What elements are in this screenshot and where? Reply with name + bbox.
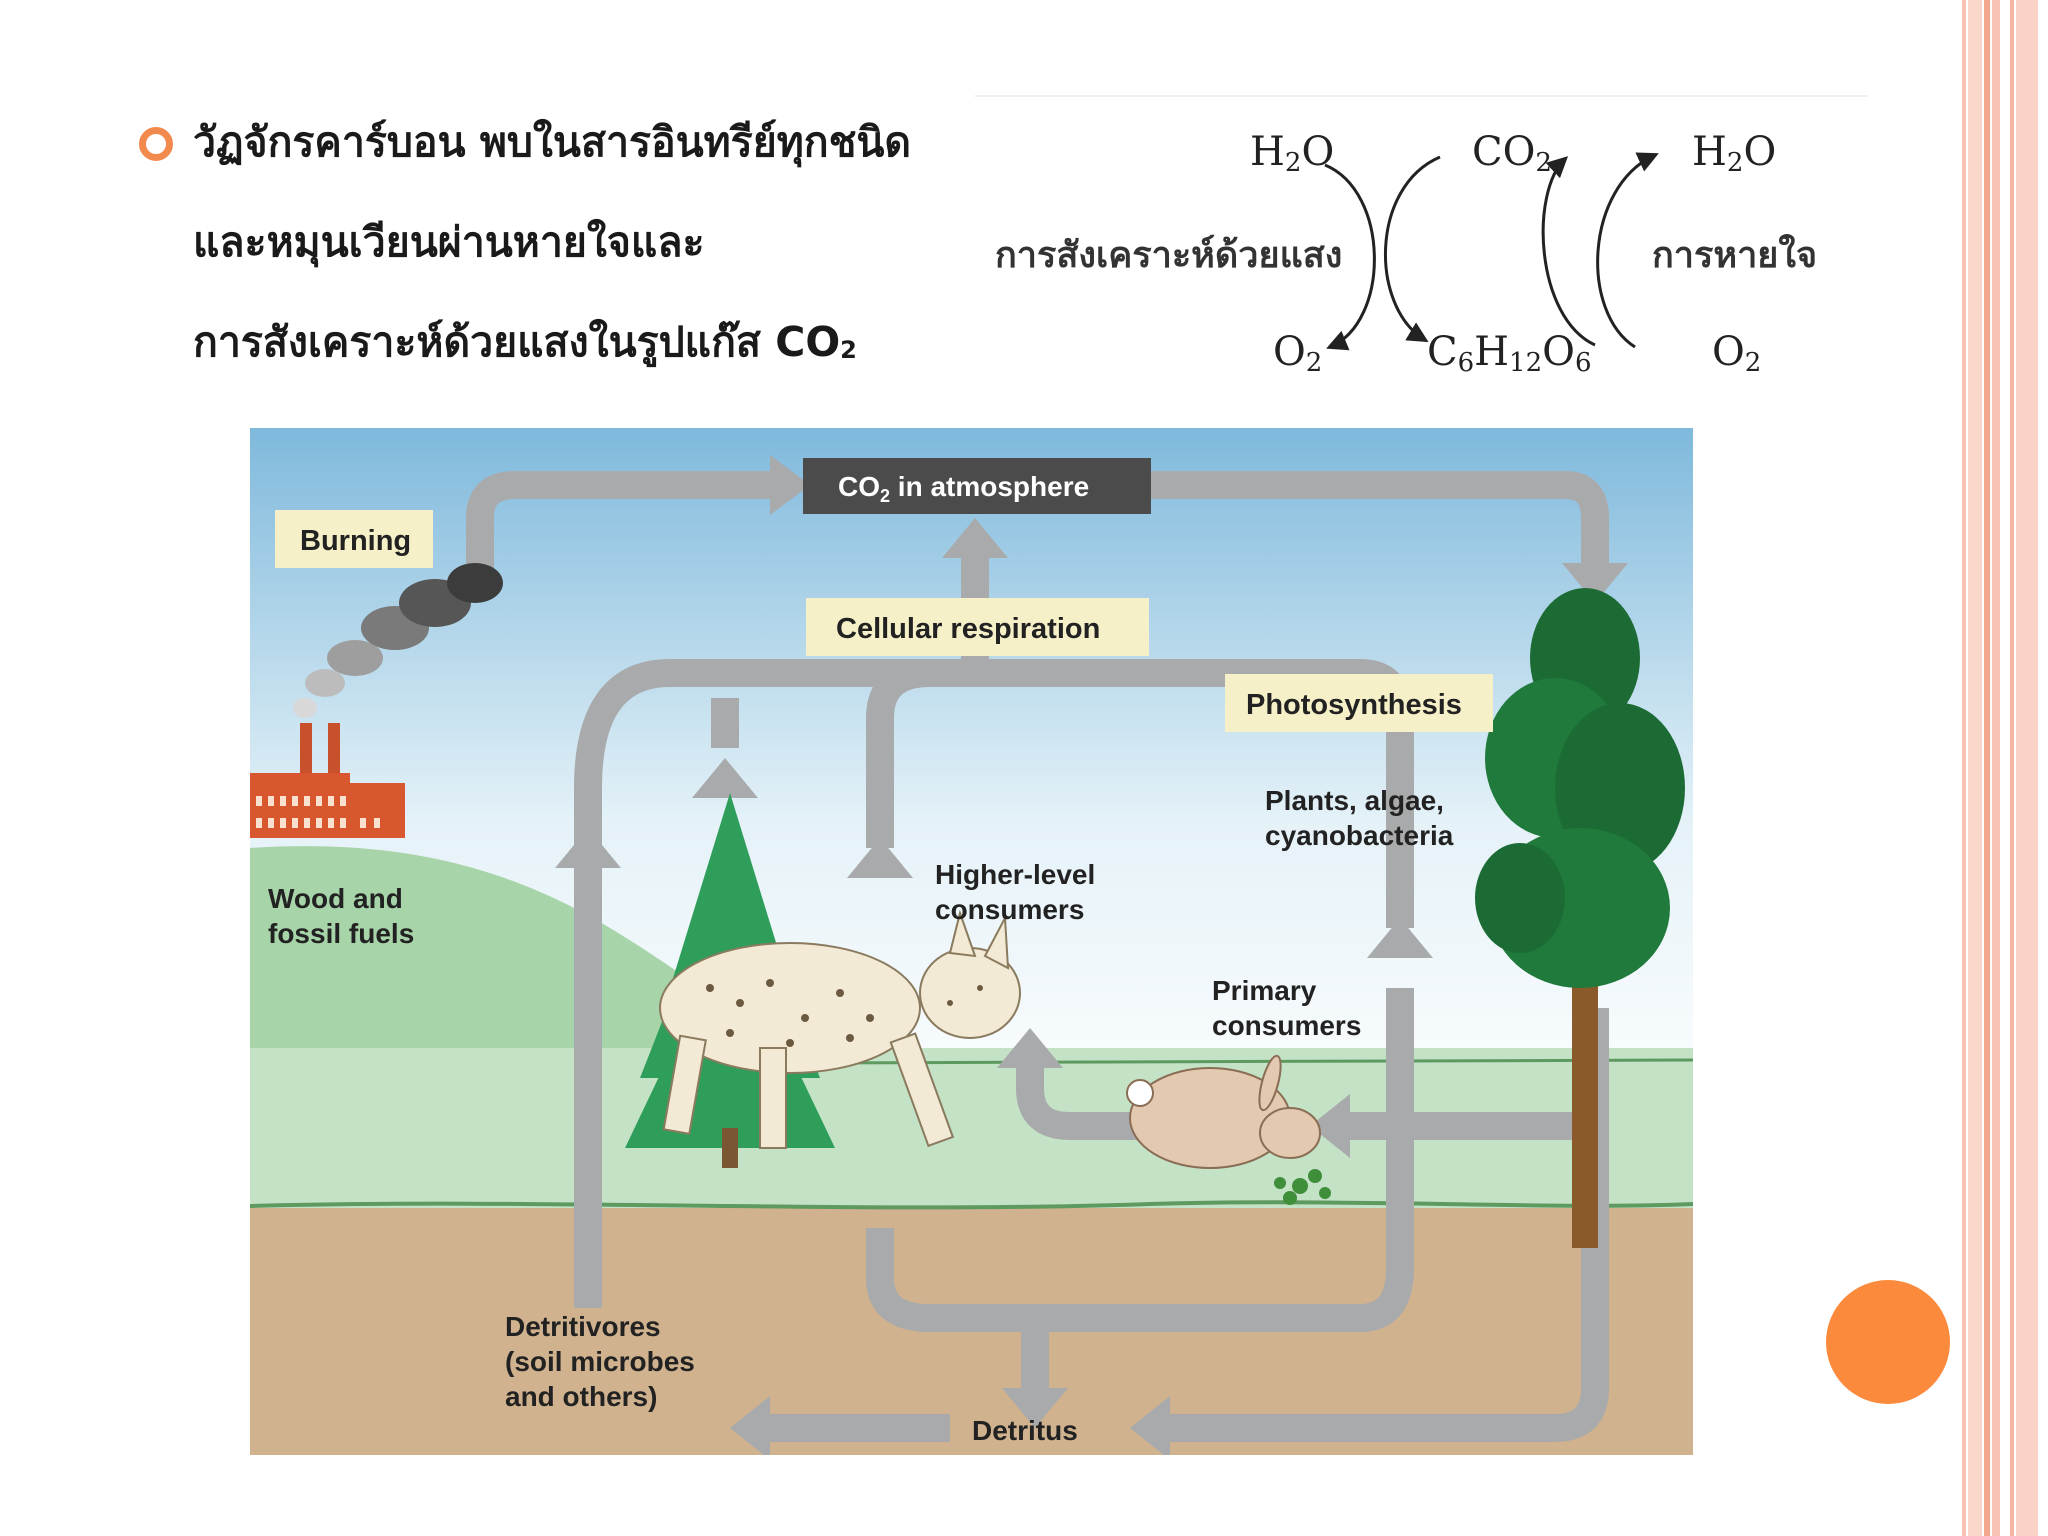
higher-consumers-label-1: Higher-level: [935, 859, 1095, 890]
co2-label: CO2: [1472, 129, 1552, 178]
bullet-line-3: การสังเคราะห์ด้วยแสงในรูปแก๊ส CO2: [193, 322, 857, 363]
sprout-icon: [1274, 1169, 1331, 1205]
glucose-label: C6H12O6: [1427, 329, 1591, 378]
arrowhead-tree: [1562, 563, 1628, 603]
grass-line-top: [809, 1058, 1693, 1065]
co2-atmosphere-label: CO2 in atmosphere: [838, 471, 1089, 506]
right-border-stripe-2: [1968, 0, 1982, 1536]
right-border-stripe-6: [2016, 0, 2038, 1536]
photosynthesis-arc-in: [1324, 163, 1376, 351]
primary-consumers-label-1: Primary: [1212, 975, 1317, 1006]
right-border-stripe-1: [1962, 0, 1966, 1536]
photosynthesis-label: การสังเคราะห์ด้วยแสง: [995, 234, 1342, 276]
lynx-icon: [659, 909, 1021, 1149]
arrowhead-detritivores: [730, 1396, 770, 1455]
arrowhead-higher-left: [997, 1028, 1063, 1068]
arrowhead-respiration: [942, 518, 1008, 558]
h2o-left-label: H2O: [1250, 129, 1334, 178]
burning-arrow: [466, 471, 770, 588]
tree-to-detritus: [1170, 1008, 1609, 1442]
decorative-orange-circle: [1826, 1280, 1950, 1404]
higher-consumer-branch: [866, 659, 931, 848]
bullet-circle-icon: [139, 127, 173, 161]
equation-cycle: H2O CO2 H2O การสังเคราะห์ด้วยแสง การหายใ…: [975, 95, 1867, 397]
respiration-arc-to-h2o: [1596, 152, 1659, 349]
wood-label-1: Wood and: [268, 883, 403, 914]
arrowhead-primary: [1310, 1094, 1350, 1158]
photosynthesis-diagram-label: Photosynthesis: [1246, 689, 1462, 721]
arrowhead-spruce: [692, 758, 758, 798]
photosynthesis-box: [1225, 674, 1493, 732]
arrowhead-higher: [847, 838, 913, 878]
right-border-stripe-5: [2010, 0, 2014, 1536]
arrowhead-atmosphere: [770, 455, 810, 515]
respiration-label: การหายใจ: [1652, 233, 1817, 276]
factory-icon: [250, 723, 405, 838]
right-border-stripe-3: [1984, 0, 1990, 1536]
deciduous-tree-icon: [1475, 588, 1685, 1248]
grass-line-bottom: [250, 1200, 1693, 1210]
detritus-flow: [866, 988, 1414, 1332]
primary-consumers-label-2: consumers: [1212, 1010, 1361, 1041]
plants-label-2: cyanobacteria: [1265, 820, 1454, 851]
carbon-cycle-diagram: CO2 in atmosphere Burning Cellular respi…: [250, 428, 1693, 1455]
atmosphere-to-tree-arrow: [1150, 471, 1609, 563]
arrowhead-left-col: [555, 828, 621, 868]
cellular-respiration-label: Cellular respiration: [836, 613, 1100, 645]
arrowhead-into-detritus: [1130, 1396, 1170, 1455]
detritivores-label-3: and others): [505, 1381, 657, 1412]
burning-label: Burning: [300, 525, 411, 557]
wood-label-2: fossil fuels: [268, 918, 414, 949]
respiration-arc-in: [1541, 156, 1596, 347]
co2-subscript: 2: [840, 336, 857, 364]
detritus-label: Detritus: [972, 1415, 1078, 1446]
detritivores-label-1: Detritivores: [505, 1311, 661, 1342]
h2o-right-label: H2O: [1692, 129, 1776, 178]
o2-left-label: O2: [1273, 329, 1322, 378]
right-border-stripe-4: [1992, 0, 2000, 1536]
plants-label-1: Plants, algae,: [1265, 785, 1444, 816]
bullet-line-1: วัฏจักรคาร์บอน พบในสารอินทรีย์ทุกชนิด: [193, 118, 912, 166]
arrowhead-detritus: [1002, 1388, 1068, 1428]
rabbit-icon: [1126, 1054, 1321, 1169]
detritivores-label-2: (soil microbes: [505, 1346, 695, 1377]
primary-to-higher: [1016, 1068, 1250, 1140]
smoke-plume: [293, 563, 503, 718]
bullet-line-2: และหมุนเวียนผ่านหายใจและ: [193, 218, 705, 266]
cellular-respiration-box: [806, 598, 1149, 656]
photosynthesis-arc-out: [1383, 155, 1441, 343]
arrowhead-primary-up: [1367, 918, 1433, 958]
co2-atmosphere-box: [803, 458, 1151, 514]
higher-consumers-label-2: consumers: [935, 894, 1084, 925]
bullet-line-3-text: การสังเคราะห์ด้วยแสงในรูปแก๊ส CO: [193, 318, 841, 366]
burning-box: [275, 510, 433, 568]
o2-right-label: O2: [1712, 329, 1761, 378]
